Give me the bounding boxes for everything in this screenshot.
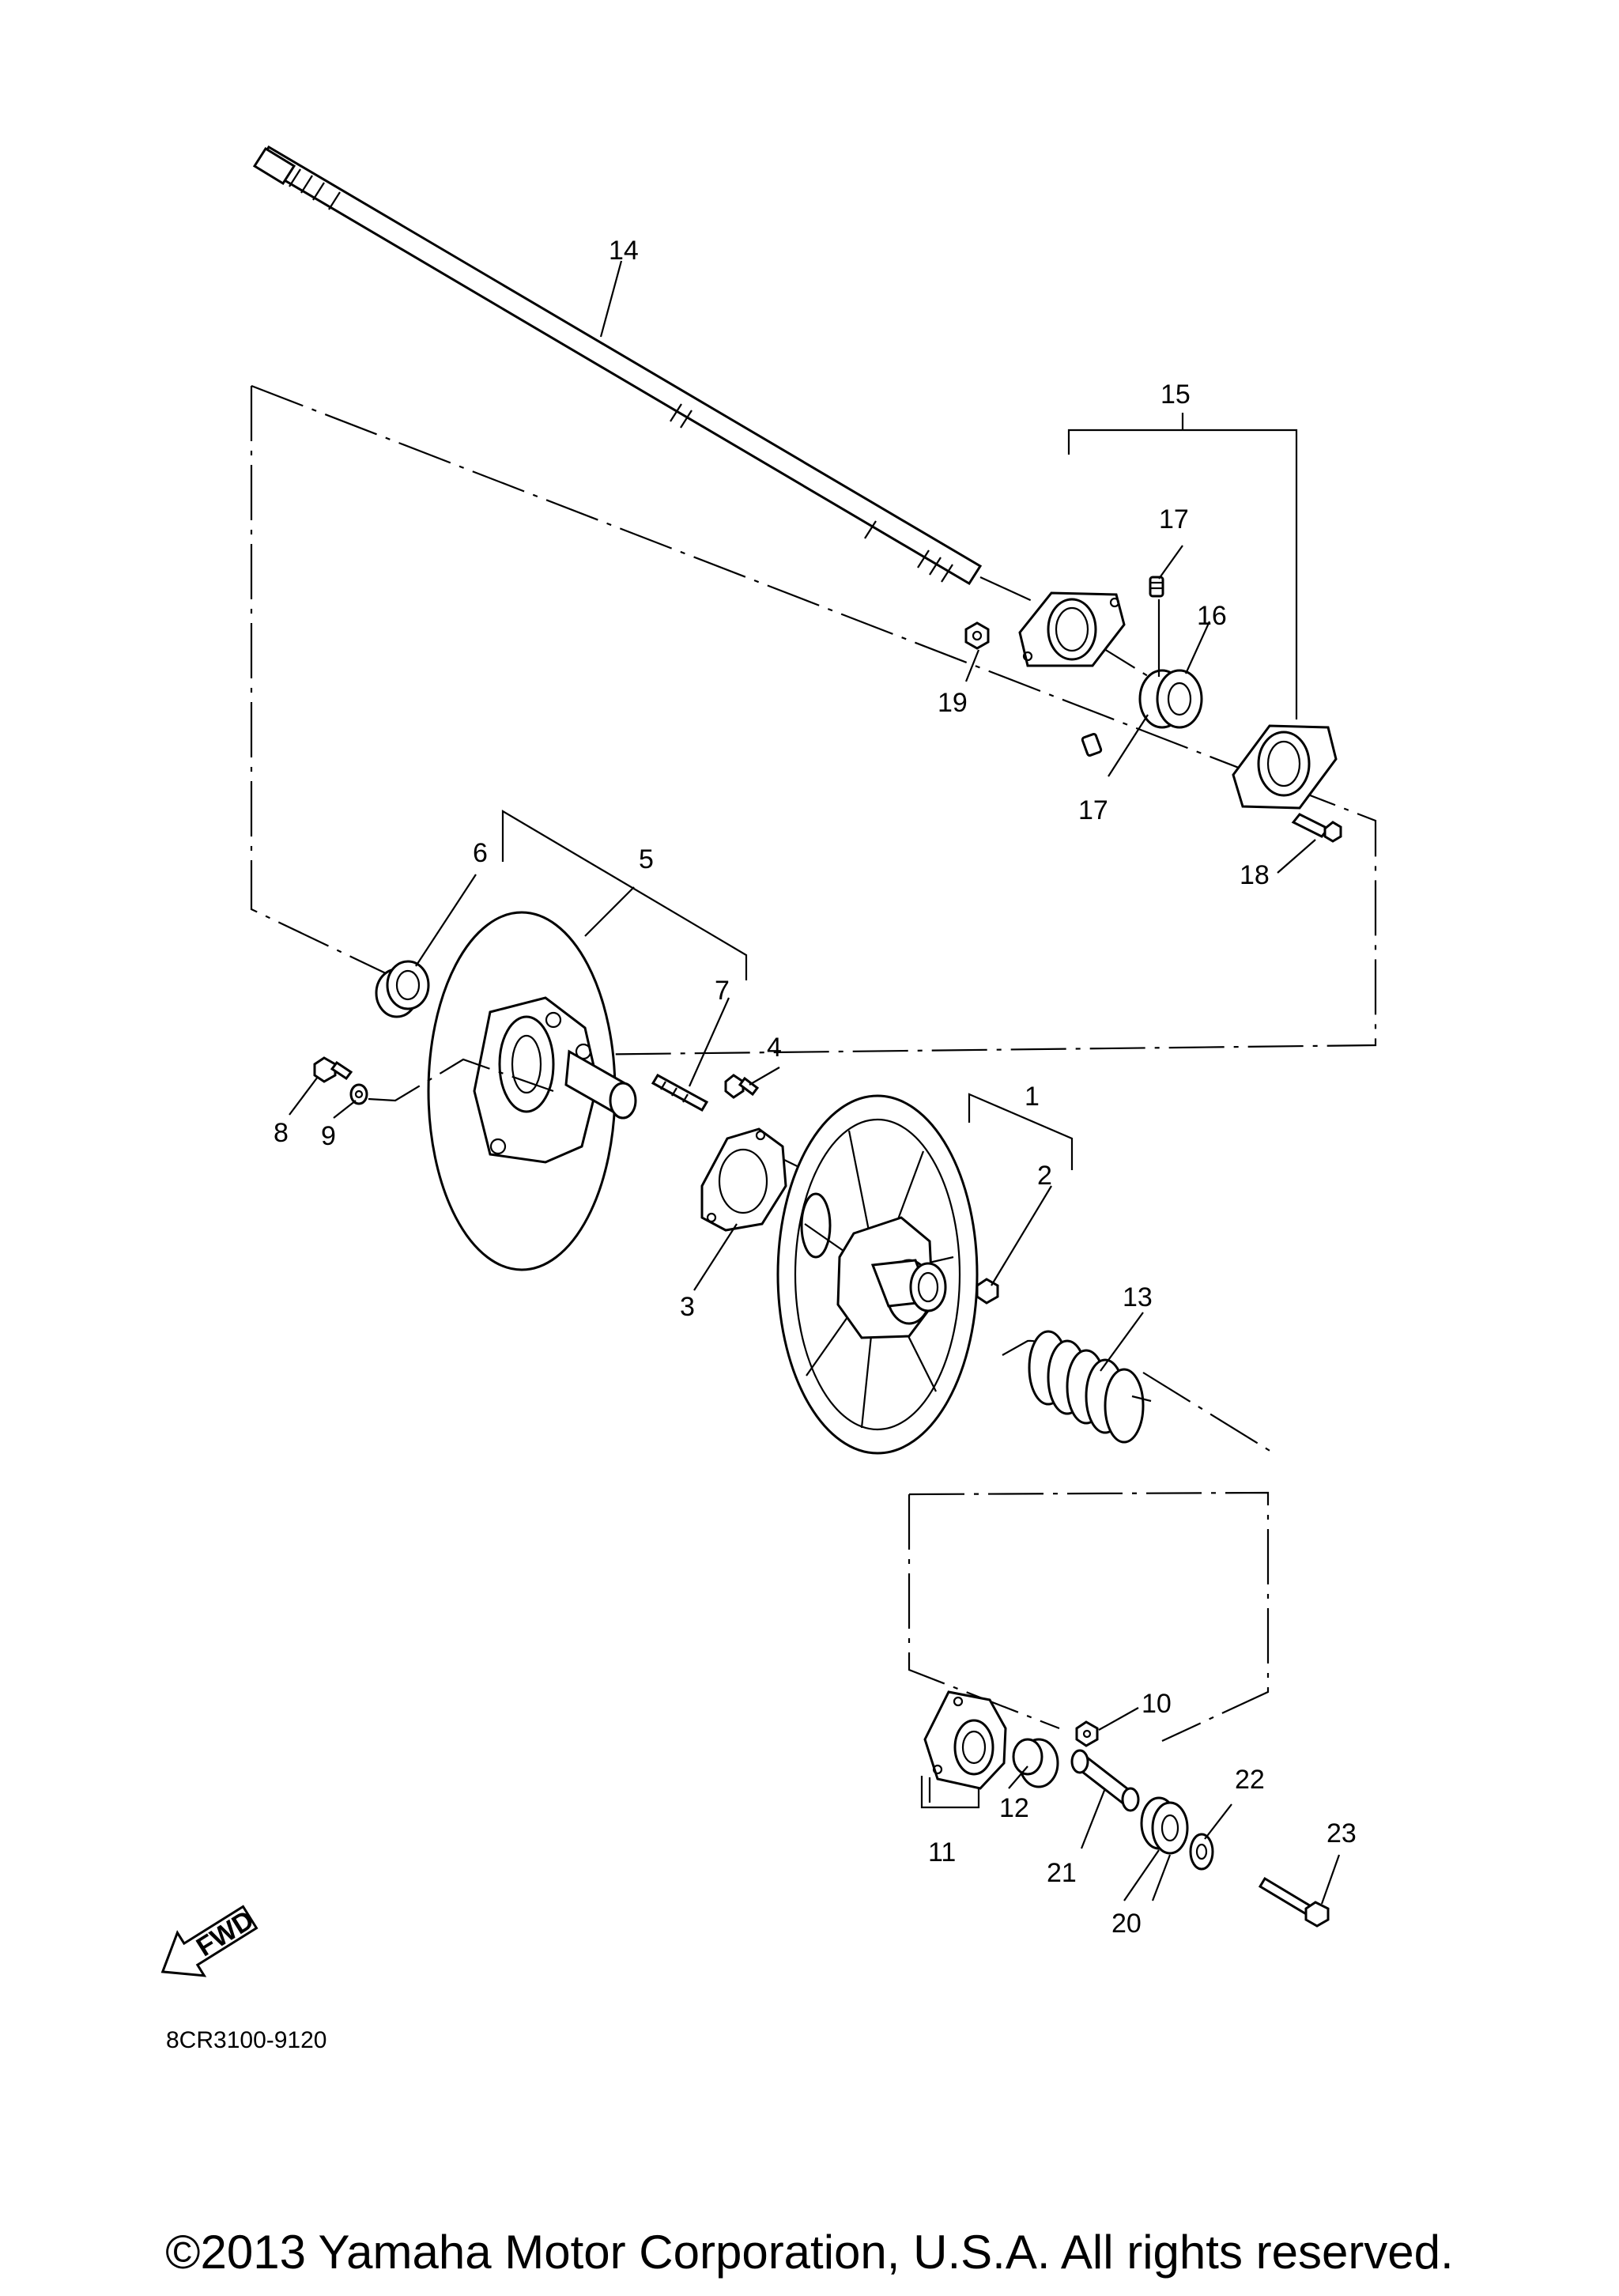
part-17-set-screw-bottom — [1081, 732, 1103, 757]
callout-17-upper: 17 — [1159, 504, 1189, 534]
part-10-nut — [1075, 1720, 1099, 1747]
part-15-flange-upper — [1018, 591, 1126, 667]
part-3-gasket — [700, 1127, 787, 1232]
part-18-bolt — [1291, 813, 1342, 843]
part-22-washer — [1189, 1833, 1214, 1871]
callout-3: 3 — [680, 1292, 695, 1322]
alignment-line-washer — [368, 1058, 554, 1102]
callout-17-lower: 17 — [1078, 795, 1108, 825]
callout-4: 4 — [767, 1033, 782, 1063]
alignment-line-spring — [1142, 1372, 1272, 1452]
callout-1: 1 — [1025, 1082, 1040, 1112]
copyright-notice: ©2013 Yamaha Motor Corporation, U.S.A. A… — [165, 2226, 1454, 2279]
part-23-bolt — [1258, 1876, 1330, 1928]
callout-14: 14 — [609, 236, 639, 266]
callout-16: 16 — [1197, 601, 1227, 631]
part-6-collar — [375, 960, 430, 1018]
callout-labels: 14 15 17 16 19 17 18 6 5 7 4 8 9 1 2 3 1… — [274, 236, 1357, 1939]
callout-11: 11 — [928, 1837, 956, 1867]
callout-8: 8 — [274, 1118, 289, 1148]
part-11-cam — [923, 1690, 1007, 1790]
leader-lines — [289, 260, 1341, 1905]
part-20-washer — [1140, 1796, 1189, 1855]
part-19-nut — [964, 621, 990, 650]
part-12-bushing — [1012, 1738, 1059, 1788]
part-16-bearing — [1138, 669, 1203, 729]
callout-5: 5 — [639, 844, 654, 874]
callout-10: 10 — [1142, 1689, 1172, 1719]
alignment-line-main — [251, 384, 1377, 1058]
callout-22: 22 — [1235, 1765, 1265, 1795]
alignment-line-upper — [250, 386, 388, 975]
callout-9: 9 — [321, 1121, 336, 1151]
part-7-bolt — [651, 1073, 709, 1112]
callout-15: 15 — [1160, 380, 1191, 410]
part-4-bolt — [724, 1074, 760, 1099]
fwd-label: FWD — [191, 1905, 259, 1962]
callout-2: 2 — [1037, 1161, 1052, 1191]
callout-12: 12 — [999, 1793, 1029, 1823]
callout-13: 13 — [1123, 1282, 1153, 1312]
drawing-code: 8CR3100-9120 — [166, 2027, 326, 2053]
part-5-bracket — [501, 810, 748, 980]
part-14-shaft — [252, 145, 983, 586]
callout-20: 20 — [1111, 1909, 1142, 1939]
alignment-line-lower-right — [908, 1491, 1270, 1742]
part-15-bracket — [1067, 413, 1298, 719]
part-21-collar — [1070, 1749, 1140, 1812]
callout-21: 21 — [1047, 1858, 1077, 1888]
part-17-set-screw-top — [1149, 576, 1164, 598]
callout-23: 23 — [1327, 1818, 1357, 1849]
part-13-spring — [1002, 1330, 1152, 1444]
callout-18: 18 — [1240, 860, 1270, 890]
part-5-fixed-sheave — [427, 911, 637, 1271]
part-2-cap — [976, 1278, 999, 1305]
part-8-bolt — [313, 1056, 353, 1083]
callout-7: 7 — [715, 976, 730, 1006]
part-1-bracket — [968, 1093, 1074, 1170]
alignment-line-shaft-to-flange — [979, 576, 1036, 604]
part-9-washer — [349, 1083, 368, 1105]
part-1-moveable-sheave — [776, 1094, 979, 1455]
callout-6: 6 — [473, 838, 488, 868]
callout-19: 19 — [938, 688, 968, 718]
alignment-line-lower — [908, 1494, 1060, 1730]
fwd-arrow-icon: FWD — [160, 1905, 259, 1977]
part-15-flange-lower — [1232, 724, 1338, 810]
